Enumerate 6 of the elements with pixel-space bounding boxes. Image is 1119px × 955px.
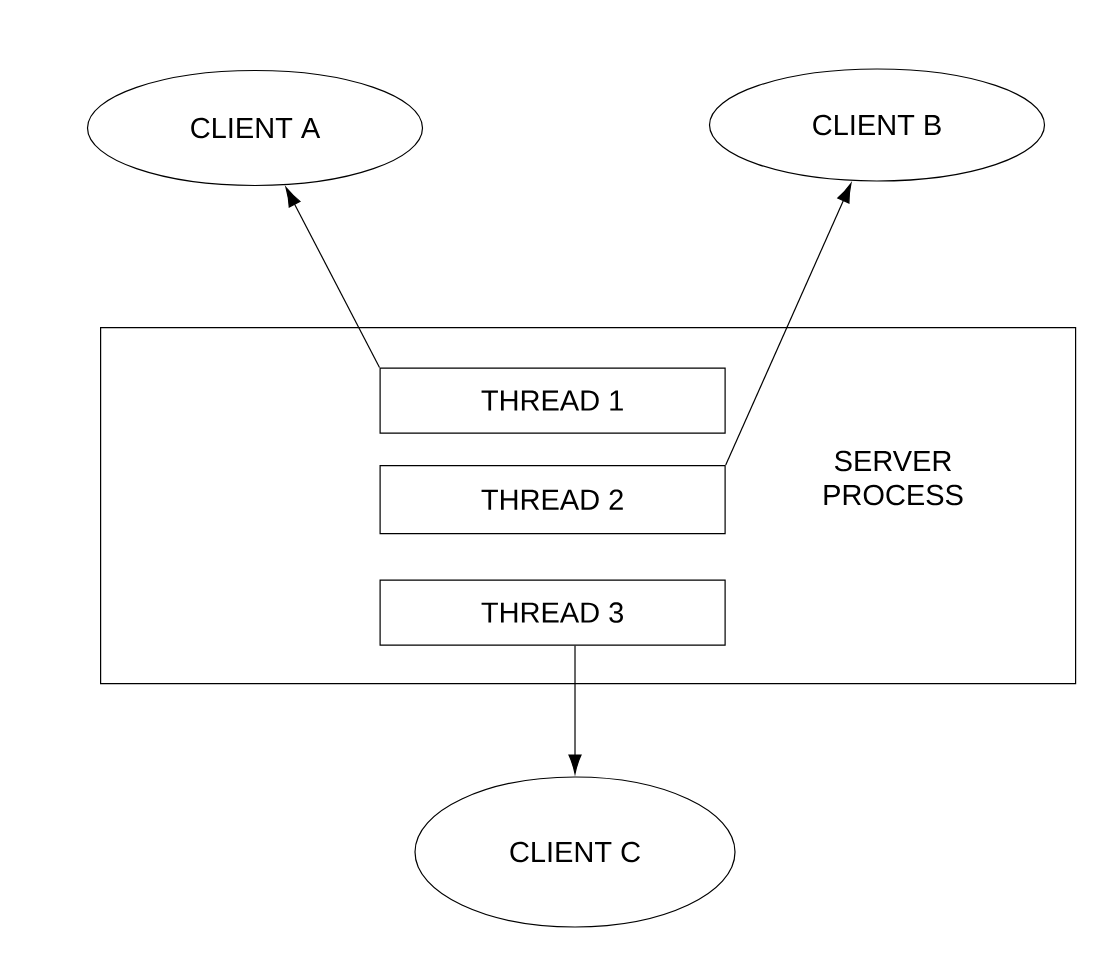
thread-box: THREAD 1 bbox=[379, 367, 726, 434]
arrow bbox=[285, 187, 381, 369]
thread-box: THREAD 2 bbox=[379, 465, 726, 535]
arrow bbox=[568, 645, 582, 775]
arrow bbox=[725, 183, 852, 466]
thread-box: THREAD 3 bbox=[379, 579, 726, 646]
